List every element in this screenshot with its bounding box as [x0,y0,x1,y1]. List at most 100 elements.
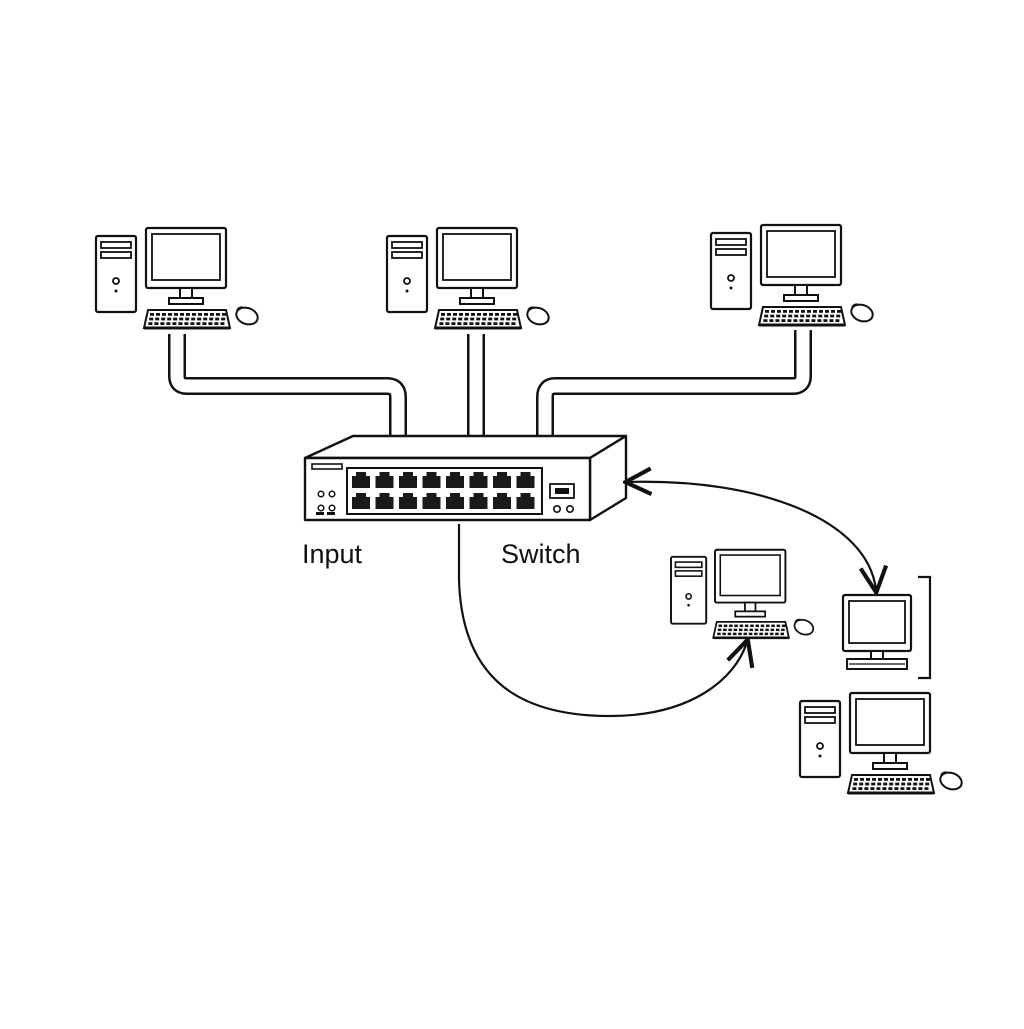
power-button [816,742,824,750]
key [190,322,195,325]
key [197,317,202,321]
monitor-icon [714,548,787,618]
key [830,314,835,318]
key [482,317,487,321]
key [717,628,722,632]
monitor-icon [841,593,913,670]
key [155,317,160,321]
switch-top [303,434,628,460]
key [823,319,828,322]
monitor-screen [855,698,925,746]
key [775,628,780,632]
key [888,787,893,790]
key [723,628,727,632]
key [789,310,793,313]
key [494,317,499,321]
bracket-icon [918,575,932,680]
key [489,313,493,316]
mouse-cord [527,306,536,311]
ethernet-port-icon [516,493,535,509]
monitor-base [872,762,908,770]
power-button [685,592,693,600]
monitor-neck [470,287,484,299]
tower-icon [709,231,753,311]
tower-icon [798,699,842,779]
key [748,632,753,636]
key [813,310,817,313]
key [878,778,882,781]
monitor-icon [435,226,519,305]
key [162,313,166,316]
key [872,778,876,781]
key [837,310,841,313]
key [765,628,769,632]
key [463,322,468,325]
key [902,778,906,781]
key [196,322,201,325]
mouse-cord [851,303,860,308]
key [210,313,214,316]
key [825,310,829,313]
power-button [403,277,411,285]
key [471,313,475,316]
keyboard-icon [142,309,232,330]
arrow-switch-to-computer [457,524,747,718]
led-icon [328,490,336,498]
keyboard-icon [757,306,847,327]
key [513,313,517,316]
key [864,787,869,790]
key [150,313,154,316]
computer-bottom-middle [670,548,815,640]
key [221,317,226,321]
key [754,632,758,636]
key [769,319,774,322]
key [771,624,775,628]
mouse-cord [794,618,802,623]
drive-bay [674,561,703,569]
key [161,317,166,321]
key [801,310,805,313]
power-led [818,754,822,758]
key [198,313,202,316]
key [457,322,462,325]
drive-bay [391,251,423,259]
ethernet-port-icon [493,472,511,488]
key [507,313,511,316]
power-led [729,286,733,290]
ethernet-port-icon [399,472,417,488]
key [919,782,924,786]
key [488,317,493,321]
key [718,624,723,628]
key [738,628,743,632]
key [512,317,517,321]
monitor-neck [744,601,757,613]
key [732,632,737,636]
key [464,317,469,321]
network-switch [303,434,628,522]
drive-bay [804,716,836,724]
key [890,778,894,781]
key [452,317,457,321]
key [203,317,208,321]
key [729,624,733,628]
key [470,317,475,321]
led-icon [317,504,325,512]
key [882,787,887,790]
key [178,322,183,325]
key [186,313,190,316]
key [912,787,917,790]
key [727,632,732,636]
monitor-neck [870,650,884,660]
key [172,322,177,325]
key [914,778,918,781]
key [900,787,905,790]
mouse-icon [235,306,259,326]
monitor-base [168,297,204,305]
desktop-computer-icon [670,548,815,640]
key [780,632,784,636]
key [858,787,863,790]
key [819,310,823,313]
ethernet-port-icon [446,493,464,509]
key [800,314,805,318]
